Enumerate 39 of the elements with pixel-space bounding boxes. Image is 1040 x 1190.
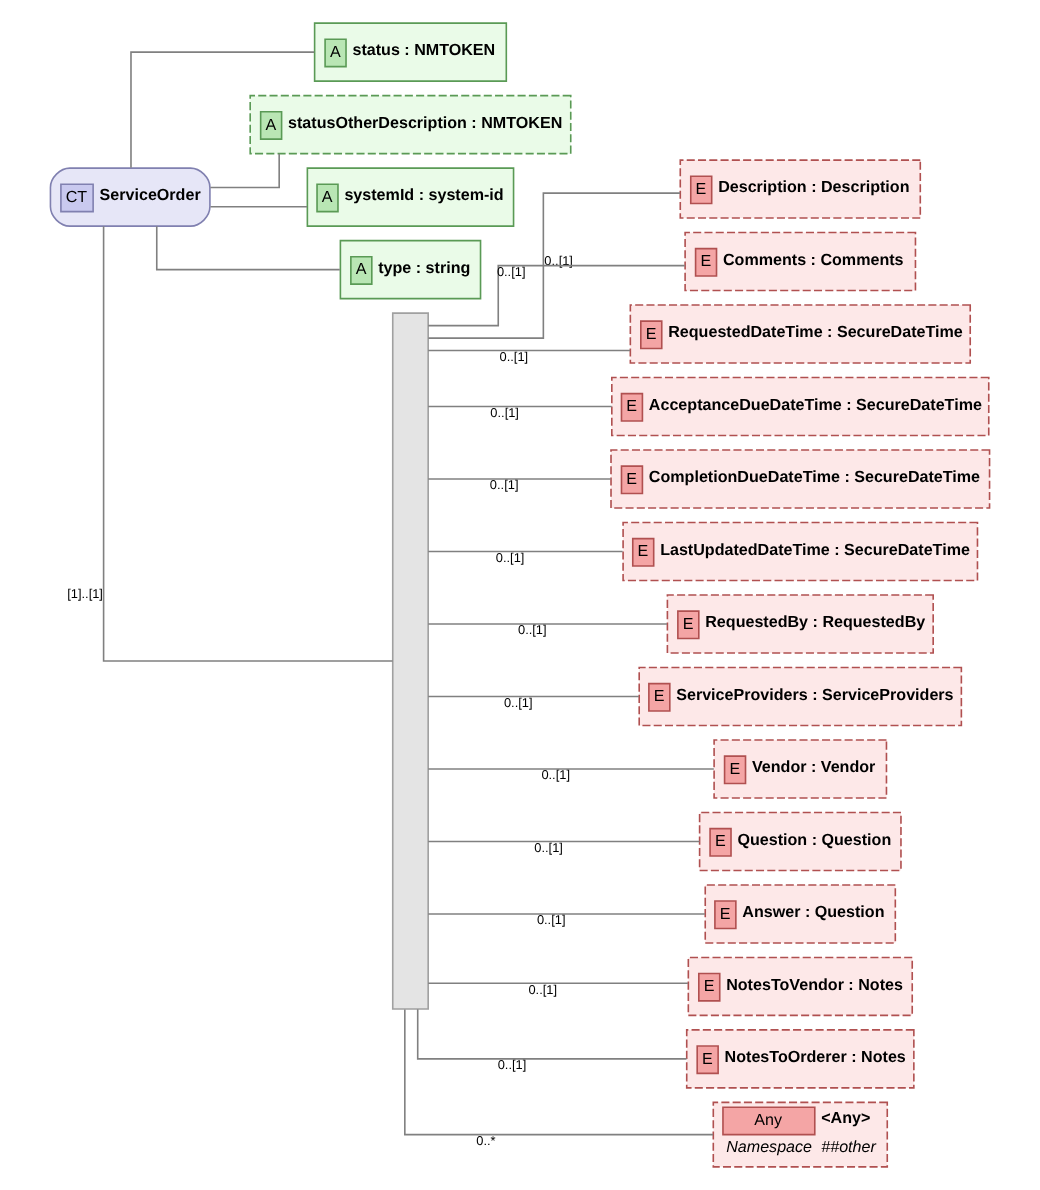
connector <box>404 1008 714 1136</box>
node-box: E Question : Question <box>698 811 902 872</box>
node-box: A status : NMTOKEN <box>313 22 508 82</box>
connector <box>427 768 715 770</box>
connector <box>427 695 640 698</box>
node-box: E Answer : Question <box>704 884 897 944</box>
node-box: Any <Any> Namespace ##other <box>712 1101 889 1168</box>
node-box: E LastUpdatedDateTime : SecureDateTime <box>622 521 979 582</box>
node-box: E Description : Description <box>679 159 922 219</box>
connector <box>209 206 308 208</box>
node-box: E RequestedBy : RequestedBy <box>666 594 934 654</box>
node-box: E Vendor : Vendor <box>713 739 888 799</box>
node-box: A type : string <box>339 239 482 300</box>
connector <box>102 225 394 662</box>
connector <box>427 264 686 327</box>
node-box: E ServiceProviders : ServiceProviders <box>638 666 963 727</box>
node-box: A systemId : system-id <box>306 167 515 227</box>
connector <box>427 192 681 339</box>
connector <box>427 840 701 843</box>
node-box: E NotesToVendor : Notes <box>687 956 914 1017</box>
node-box: E NotesToOrderer : Notes <box>685 1029 915 1089</box>
connector <box>427 478 612 480</box>
node-box: E Comments : Comments <box>684 231 917 292</box>
node-box: E RequestedDateTime : SecureDateTime <box>629 304 972 364</box>
connector <box>427 550 624 553</box>
connector <box>427 405 613 408</box>
connector <box>209 153 280 189</box>
node-bar <box>391 312 429 1010</box>
connector <box>427 349 631 352</box>
connector <box>130 51 316 169</box>
connector <box>416 1008 688 1060</box>
connector <box>155 225 341 271</box>
node-box: E AcceptanceDueDateTime : SecureDateTime <box>611 376 990 437</box>
node-box: A statusOtherDescription : NMTOKEN <box>249 94 572 155</box>
node-box: E CompletionDueDateTime : SecureDateTime <box>610 449 991 509</box>
connector <box>427 913 706 915</box>
node-box: CT ServiceOrder <box>49 167 211 227</box>
connector <box>427 982 689 984</box>
connector <box>427 623 668 625</box>
